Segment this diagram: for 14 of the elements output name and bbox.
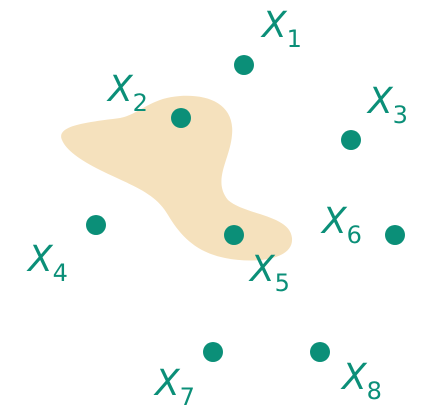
data-point [310, 342, 330, 362]
point-label: X$_{7}$ [155, 366, 195, 409]
data-point [234, 55, 254, 75]
point-label: X$_{4}$ [28, 242, 68, 285]
point-label: X$_{3}$ [368, 84, 408, 127]
data-point [385, 225, 405, 245]
point-label: X$_{8}$ [342, 360, 382, 403]
point-label: X$_{2}$ [108, 72, 148, 115]
point-label: X$_{6}$ [322, 204, 362, 247]
data-point [203, 342, 223, 362]
point-label: X$_{5}$ [250, 252, 290, 295]
data-point [86, 215, 106, 235]
point-label: X$_{1}$ [262, 8, 302, 51]
data-point [341, 130, 361, 150]
